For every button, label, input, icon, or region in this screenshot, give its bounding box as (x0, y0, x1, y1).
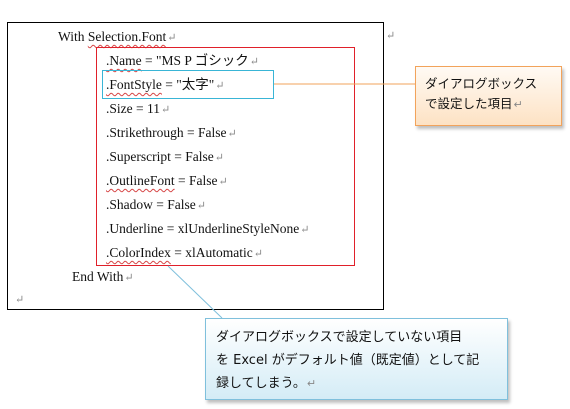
callout-text-line: を Excel がデフォルト値（既定値）として記 (216, 353, 480, 368)
with-statement: With Selection.Font↵ (58, 29, 176, 46)
paragraph-mark: ↵ (167, 32, 177, 44)
paragraph-mark: ↵ (386, 30, 396, 42)
end-with-statement: End With↵ (72, 269, 134, 284)
default-values-callout: ダイアログボックスで設定していない項目 を Excel がデフォルト値（既定値）… (205, 318, 508, 400)
code-line-superscript: .Superscript = False↵ (106, 149, 224, 164)
code-line-underline: .Underline = xlUnderlineStyleNone↵ (106, 221, 310, 236)
callout-text-line: ダイアログボックスで設定していない項目 (216, 330, 463, 345)
paragraph-mark: ↵ (15, 294, 25, 306)
with-object: Selection.Font (87, 29, 167, 44)
callout-text-line: ダイアログボックス (425, 76, 538, 91)
code-line-name: .Name = "MS P ゴシック↵ (106, 53, 259, 68)
code-line-fontstyle: .FontStyle = "太字"↵ (106, 77, 225, 92)
dialog-set-frame (102, 70, 274, 99)
callout-text-line: で設定した項目↵ (425, 96, 523, 111)
code-line-outlinefont: .OutlineFont = False↵ (106, 173, 228, 188)
code-line-shadow: .Shadow = False↵ (106, 197, 206, 212)
dialog-set-callout: ダイアログボックス で設定した項目↵ (415, 66, 562, 126)
default-values-frame (96, 47, 355, 266)
with-keyword: With (58, 29, 88, 44)
callout-text-line: 録してしまう。↵ (216, 376, 317, 391)
code-line-colorindex: .ColorIndex = xlAutomatic↵ (106, 245, 263, 260)
code-line-strikethrough: .Strikethrough = False↵ (106, 125, 237, 140)
code-line-size: .Size = 11↵ (106, 101, 171, 116)
